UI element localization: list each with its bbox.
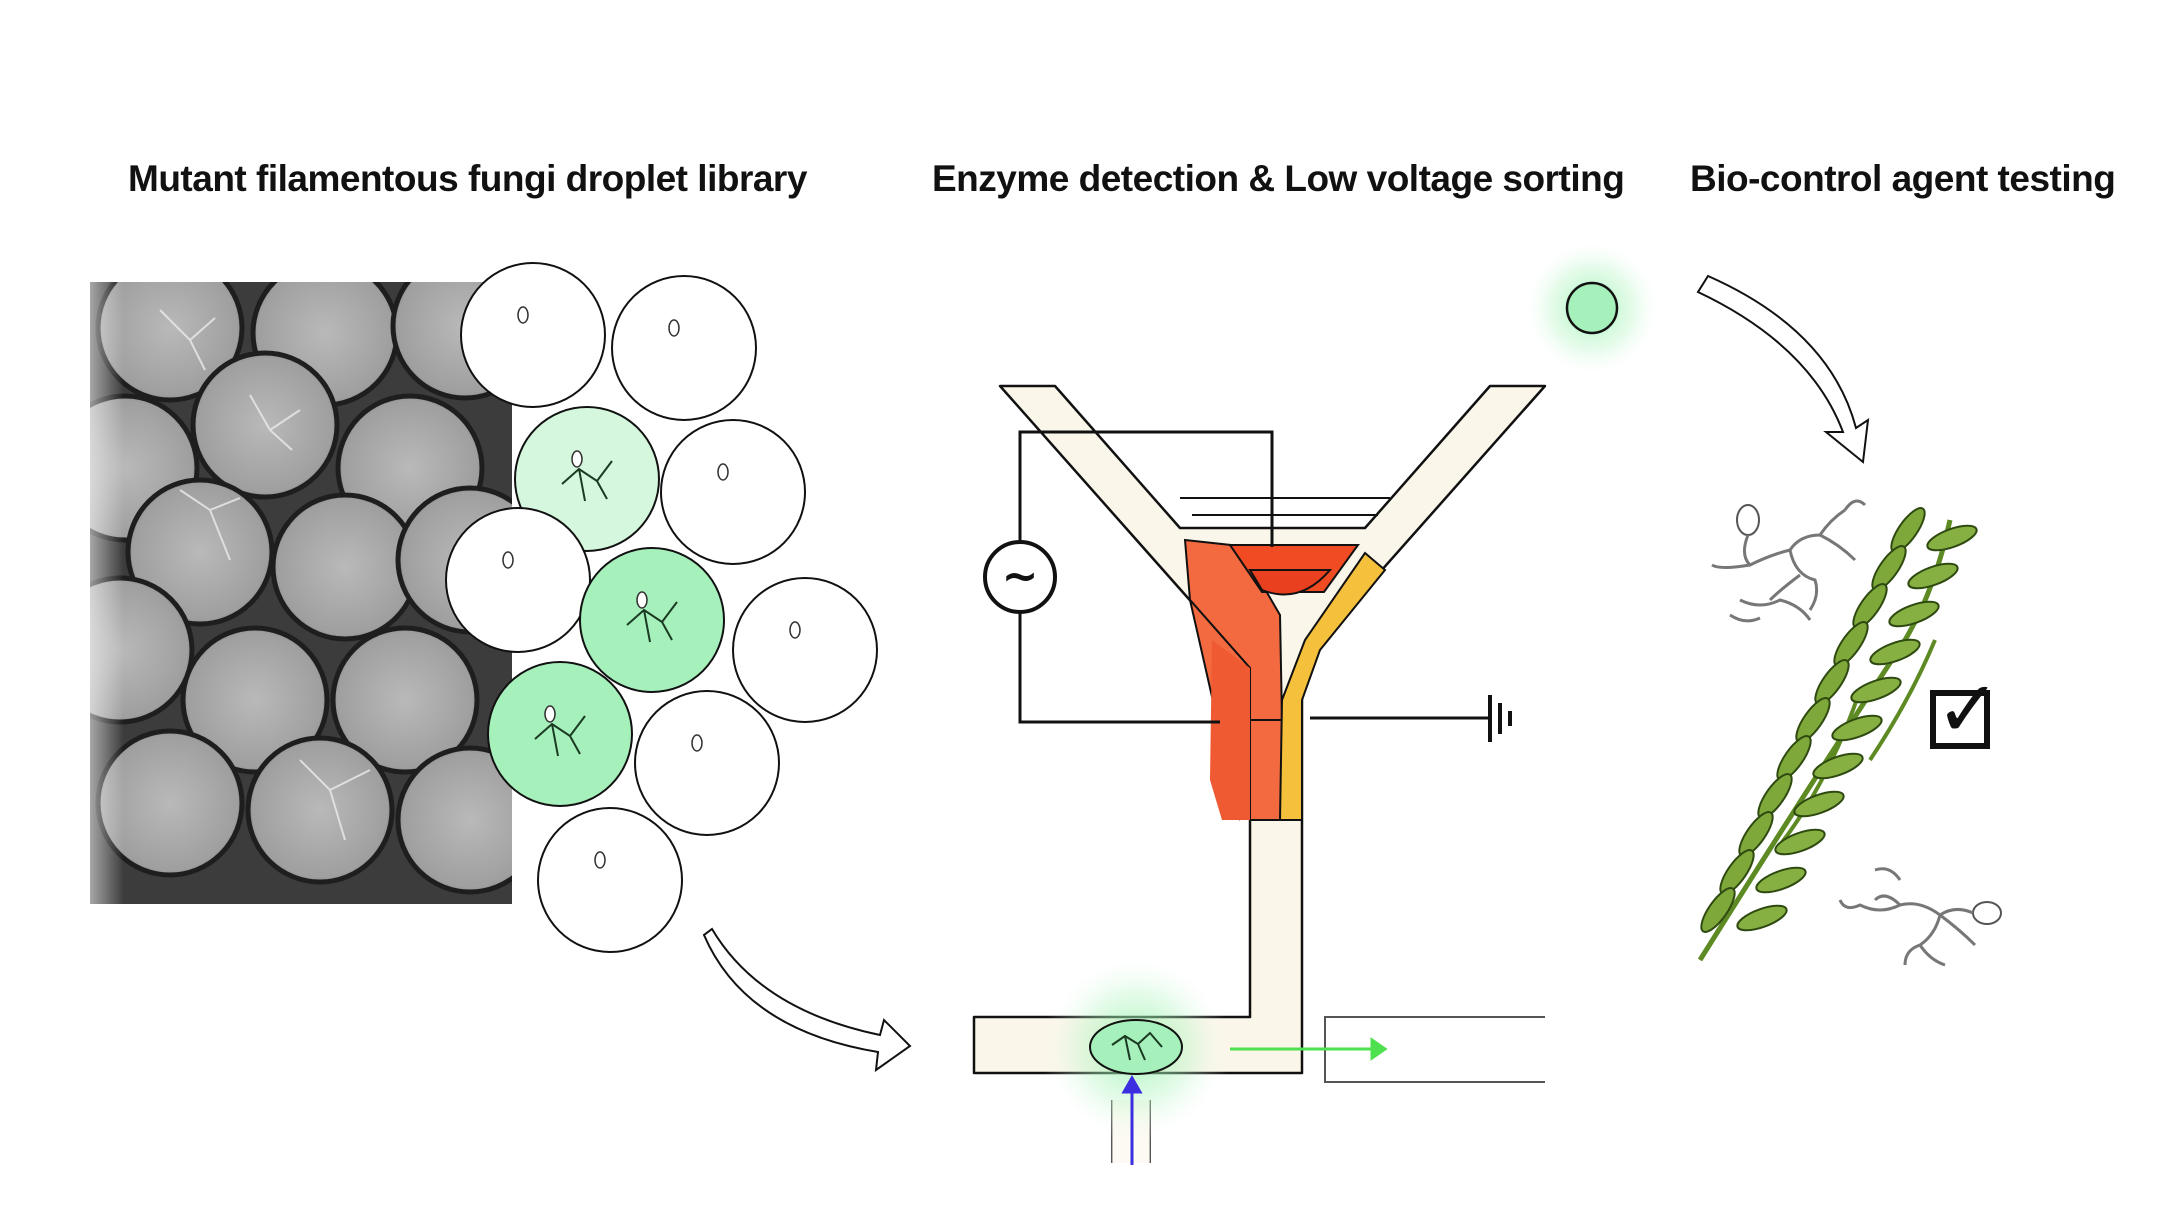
spore-icon xyxy=(544,705,556,723)
fungus-icon xyxy=(561,460,613,502)
wheat-stem xyxy=(1868,639,1937,762)
check-mark: ✓ xyxy=(1935,665,2000,755)
droplet-icon xyxy=(487,661,633,807)
curved-arrow-icon xyxy=(702,927,912,1073)
droplet-icon xyxy=(611,275,757,421)
droplet-icon xyxy=(732,577,878,723)
wheat-grain xyxy=(1890,507,1926,553)
spore-icon xyxy=(717,463,729,481)
droplet-icon xyxy=(445,507,591,653)
wheat-grain xyxy=(1700,887,1736,933)
fungus-icon xyxy=(1838,867,2002,967)
wheat-grain xyxy=(1869,638,1921,666)
wheat-grain xyxy=(1812,752,1864,780)
spore-icon xyxy=(636,591,648,609)
fungus-icon xyxy=(1111,1031,1163,1061)
droplet-icon xyxy=(537,807,683,953)
wheat-grain xyxy=(1907,562,1959,590)
wheat-icon xyxy=(1697,507,1978,962)
wheat-grain xyxy=(1738,811,1774,857)
wheat-grain xyxy=(1850,676,1902,704)
wheat-grain xyxy=(1755,866,1807,894)
droplet-icon xyxy=(460,262,606,408)
library-title: Mutant filamentous fungi droplet library xyxy=(128,158,807,199)
fungus-icon xyxy=(534,715,586,757)
micrograph-image xyxy=(90,282,512,904)
wheat-grain xyxy=(1776,735,1812,781)
ac-source-icon: ~ xyxy=(983,540,1057,614)
wheat-grain xyxy=(1793,790,1845,818)
wheat-grain xyxy=(1833,621,1869,667)
testing-title: Bio-control agent testing xyxy=(1690,158,2116,199)
wheat-grain xyxy=(1736,904,1788,932)
checkbox-icon: ✓ xyxy=(1930,665,2001,755)
spore-icon xyxy=(517,306,529,324)
droplet-icon xyxy=(579,547,725,693)
fungus-icon xyxy=(626,601,678,643)
wheat-grain xyxy=(1871,545,1907,591)
spore-icon xyxy=(691,734,703,752)
droplet-cluster xyxy=(445,262,878,953)
inlet-arrow xyxy=(1121,1074,1143,1165)
droplet-icon xyxy=(634,690,780,836)
wheat-grain xyxy=(1814,659,1850,705)
droplet-icon xyxy=(660,419,806,565)
flow-arrow xyxy=(1230,1037,1388,1061)
spore-icon xyxy=(668,319,680,337)
ground-electrode xyxy=(1278,551,1387,821)
sorting-title: Enzyme detection & Low voltage sorting xyxy=(932,158,1625,199)
wheat-grain xyxy=(1795,697,1831,743)
sorted-droplet xyxy=(1565,281,1619,335)
curved-arrow-icon xyxy=(1696,274,1870,464)
wheat-grain xyxy=(1831,714,1883,742)
ac-symbol: ~ xyxy=(1002,551,1039,602)
wheat-grain xyxy=(1774,828,1826,856)
droplet-icon xyxy=(1089,1019,1183,1075)
ground-icon xyxy=(1488,695,1512,742)
fungus-icon xyxy=(1711,499,1867,623)
spore-icon xyxy=(789,621,801,639)
spore-icon xyxy=(502,551,514,569)
wheat-grain xyxy=(1852,583,1888,629)
spore-icon xyxy=(594,851,606,869)
wheat-grain xyxy=(1888,600,1940,628)
wheat-grain xyxy=(1926,524,1978,552)
sorting-chip: ~ xyxy=(972,384,1547,1165)
spore-icon xyxy=(571,450,583,468)
